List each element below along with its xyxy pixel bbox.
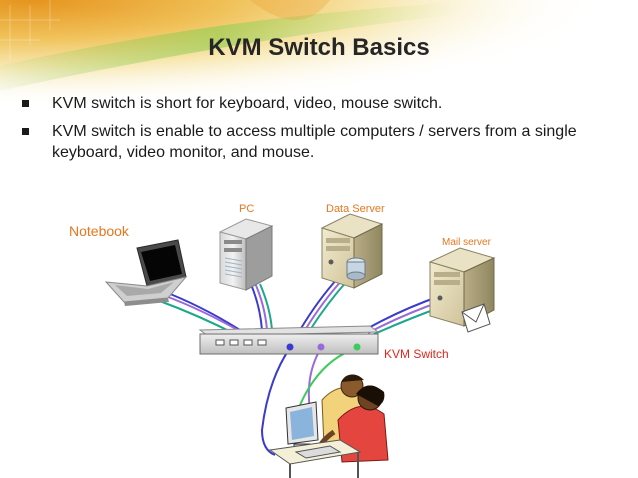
mail-server-icon [428,247,496,333]
data-server-icon [320,213,384,289]
users-at-computer-icon [268,374,389,478]
mail-server-label: Mail server [442,237,492,248]
data-server-label: Data Server [326,203,385,215]
bullet-square-icon [22,128,29,135]
kvm-switch-icon [198,325,380,355]
notebook-icon [104,239,188,306]
bullet-item: KVM switch is enable to access multiple … [22,121,622,163]
pc-tower-icon [218,218,274,291]
kvm-switch-label: KVM Switch [384,347,449,361]
pc-cables [249,281,273,331]
bullet-list: KVM switch is short for keyboard, video,… [22,93,622,170]
notebook-label: Notebook [69,223,130,239]
data-server-cables [299,277,349,331]
bullet-item: KVM switch is short for keyboard, video,… [22,93,622,114]
bullet-text: KVM switch is short for keyboard, video,… [52,95,443,112]
kvm-diagram: Notebook PC Data Server Mail server KVM … [69,203,496,478]
bullet-text: KVM switch is enable to access multiple … [52,123,577,161]
bullet-square-icon [22,100,29,107]
slide-title: KVM Switch Basics [208,34,430,61]
pc-label: PC [239,203,254,215]
notebook-cables [156,289,244,336]
